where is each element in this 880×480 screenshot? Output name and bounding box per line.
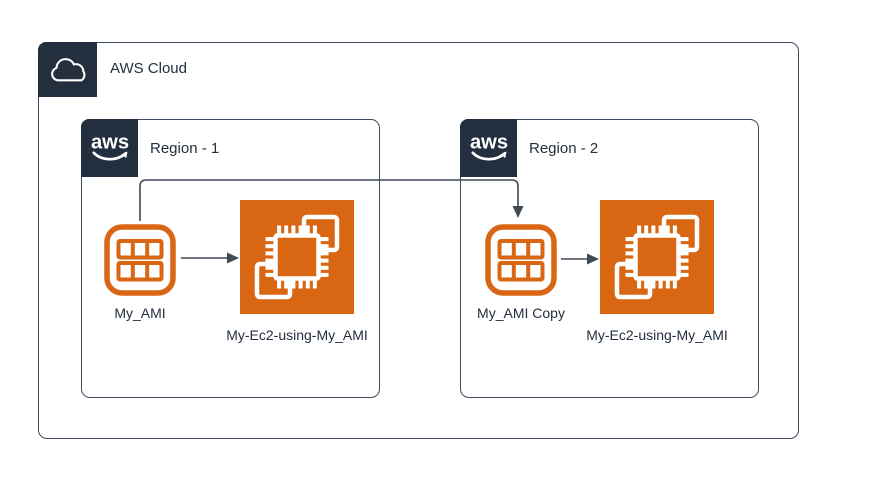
ami-node-region-2 [483, 222, 559, 298]
ami-label-region-1: My_AMI [114, 305, 166, 321]
aws-cloud-label: AWS Cloud [110, 60, 187, 77]
ec2-chip-icon [240, 200, 354, 314]
ec2-chip-icon [600, 200, 714, 314]
ec2-label-region-2: My-Ec2-using-My_AMI [586, 327, 728, 343]
ec2-node-region-2 [600, 200, 714, 314]
ec2-node-region-1 [240, 200, 354, 314]
aws-cloud-container [38, 42, 799, 439]
ami-grid-icon [102, 222, 178, 298]
aws-logo-icon: aws [464, 123, 514, 173]
ec2-label-region-1: My-Ec2-using-My_AMI [226, 327, 368, 343]
region-2-container [460, 119, 759, 398]
region-1-label: Region - 1 [150, 140, 220, 157]
aws-logo-icon: aws [85, 123, 135, 173]
aws-logo-text: aws [90, 131, 128, 153]
region-1-container [81, 119, 380, 398]
ami-node-region-1 [102, 222, 178, 298]
cloud-icon [45, 48, 91, 92]
ami-label-region-2: My_AMI Copy [477, 305, 565, 321]
region-2-label: Region - 2 [529, 140, 599, 157]
ami-grid-icon [483, 222, 559, 298]
region-1-badge: aws [81, 119, 138, 177]
aws-cloud-badge [38, 42, 97, 97]
region-2-badge: aws [460, 119, 517, 177]
aws-logo-text: aws [469, 131, 507, 153]
